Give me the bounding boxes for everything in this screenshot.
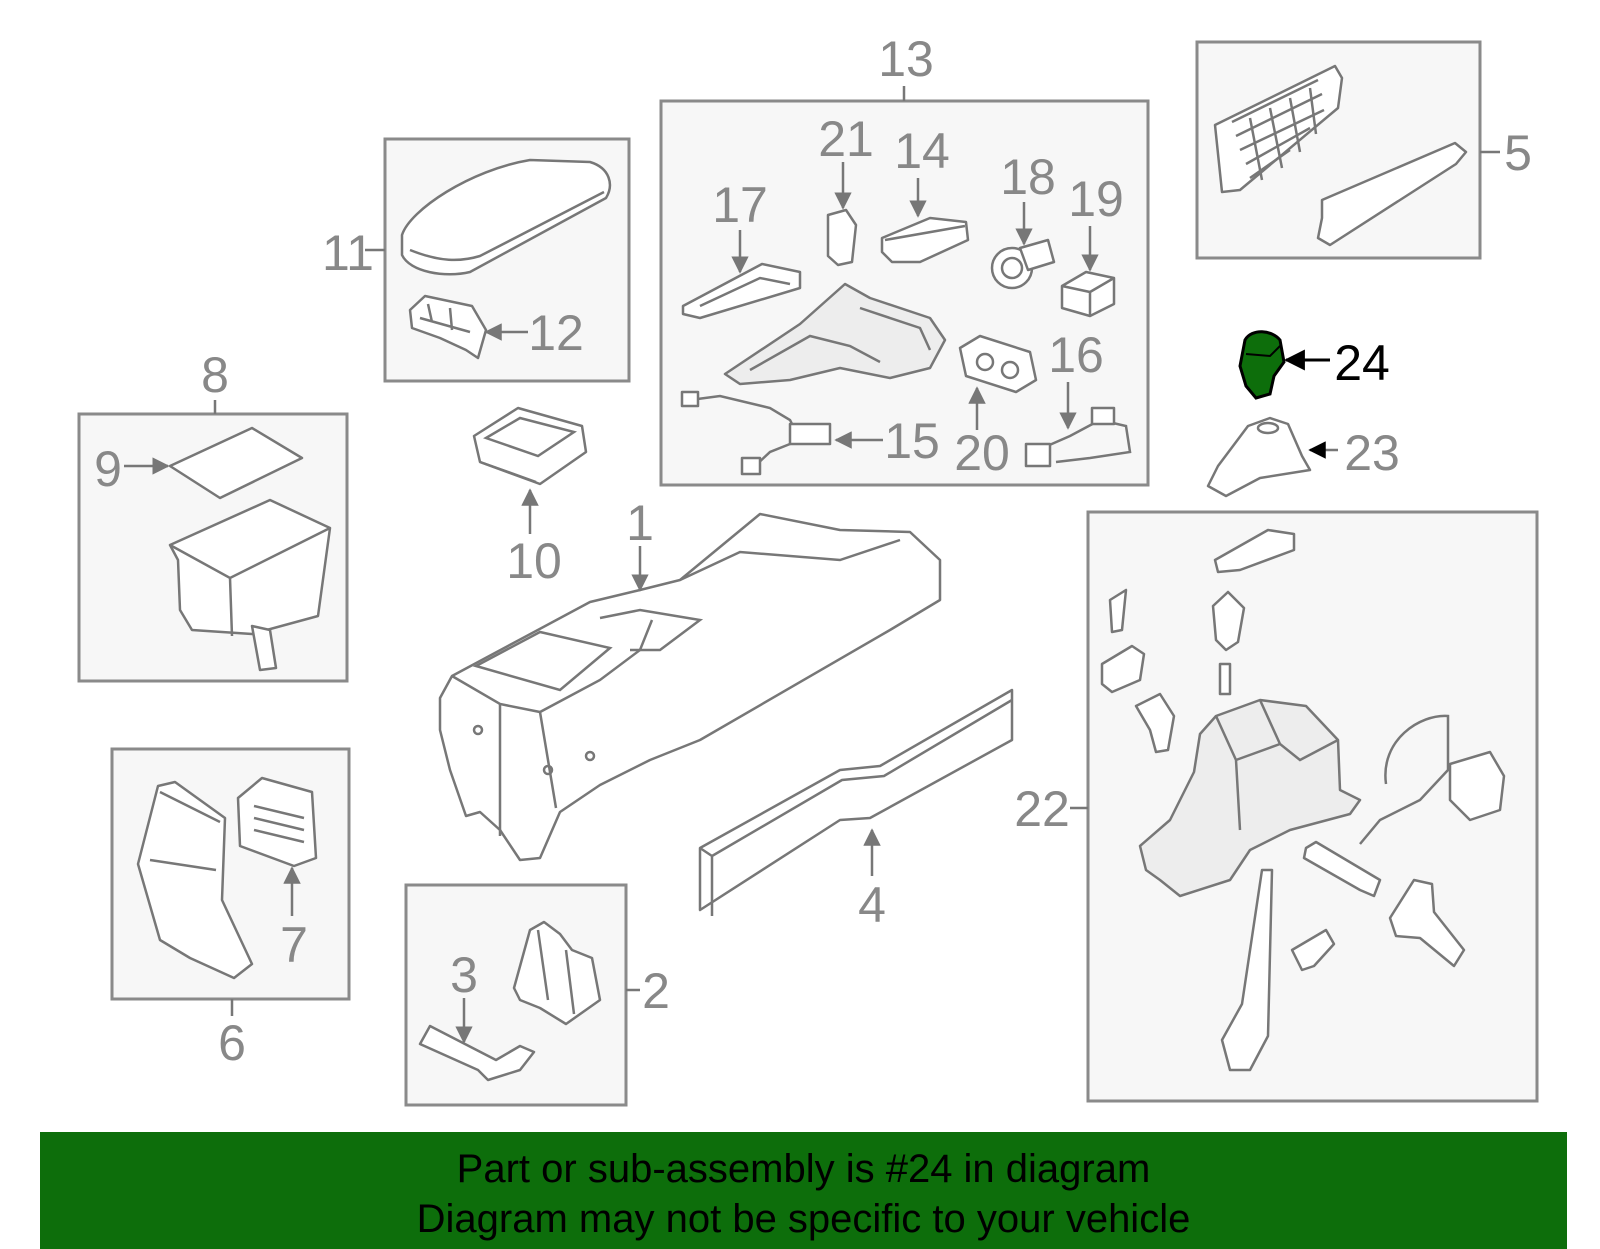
part-17-drawing bbox=[681, 262, 802, 320]
label-8: 8 bbox=[201, 347, 229, 403]
part-8-drawing bbox=[168, 498, 332, 672]
label-13: 13 bbox=[878, 31, 934, 87]
part-22-drawing bbox=[1100, 528, 1506, 1072]
part-1-drawing bbox=[438, 512, 942, 862]
label-21: 21 bbox=[818, 111, 874, 167]
label-18: 18 bbox=[1000, 149, 1056, 205]
part-4-drawing bbox=[698, 688, 1014, 916]
part-24-shift-knob-drawing bbox=[1238, 330, 1286, 400]
part-7-drawing bbox=[236, 776, 318, 868]
part-5-drawing bbox=[1213, 64, 1468, 247]
label-11: 11 bbox=[322, 225, 374, 281]
part-12-drawing bbox=[408, 294, 488, 360]
part-20-drawing bbox=[958, 334, 1038, 394]
part-21-drawing bbox=[826, 208, 858, 267]
label-20: 20 bbox=[954, 425, 1010, 481]
label-16: 16 bbox=[1048, 327, 1104, 383]
label-2: 2 bbox=[642, 963, 670, 1019]
label-5: 5 bbox=[1504, 125, 1532, 181]
part-19-drawing bbox=[1060, 270, 1116, 318]
label-3: 3 bbox=[450, 947, 478, 1003]
label-22: 22 bbox=[1014, 781, 1070, 837]
banner-line-2: Diagram may not be specific to your vehi… bbox=[416, 1197, 1191, 1241]
part-3-drawing bbox=[418, 1024, 536, 1082]
label-1: 1 bbox=[626, 495, 654, 551]
label-24: 24 bbox=[1334, 335, 1390, 391]
callout-labels: 1 2 3 4 5 6 7 8 9 10 11 12 13 14 15 16 1… bbox=[94, 31, 1532, 1071]
part-13-center-panel-drawing bbox=[723, 282, 947, 386]
part-16-drawing bbox=[1024, 406, 1132, 468]
label-12: 12 bbox=[528, 305, 584, 361]
part-2-drawing bbox=[512, 920, 602, 1026]
part-23-drawing bbox=[1206, 416, 1312, 498]
label-15: 15 bbox=[884, 413, 940, 469]
label-23: 23 bbox=[1344, 425, 1400, 481]
part-15-drawing bbox=[680, 390, 832, 476]
part-11-drawing bbox=[400, 158, 611, 276]
label-9: 9 bbox=[94, 441, 122, 497]
label-7: 7 bbox=[280, 917, 308, 973]
label-19: 19 bbox=[1068, 171, 1124, 227]
leader-lines bbox=[124, 86, 1500, 1044]
part-18-drawing bbox=[990, 238, 1056, 290]
label-17: 17 bbox=[712, 177, 768, 233]
part-10-drawing bbox=[472, 406, 588, 486]
label-10: 10 bbox=[506, 533, 562, 589]
info-banner: Part or sub-assembly is #24 in diagram D… bbox=[40, 1132, 1567, 1249]
label-4: 4 bbox=[858, 877, 886, 933]
banner-line-1: Part or sub-assembly is #24 in diagram bbox=[456, 1147, 1151, 1191]
part-6-drawing bbox=[136, 780, 254, 980]
label-6: 6 bbox=[218, 1015, 246, 1071]
label-14: 14 bbox=[894, 123, 950, 179]
part-9-drawing bbox=[168, 426, 304, 500]
part-14-drawing bbox=[880, 216, 970, 264]
